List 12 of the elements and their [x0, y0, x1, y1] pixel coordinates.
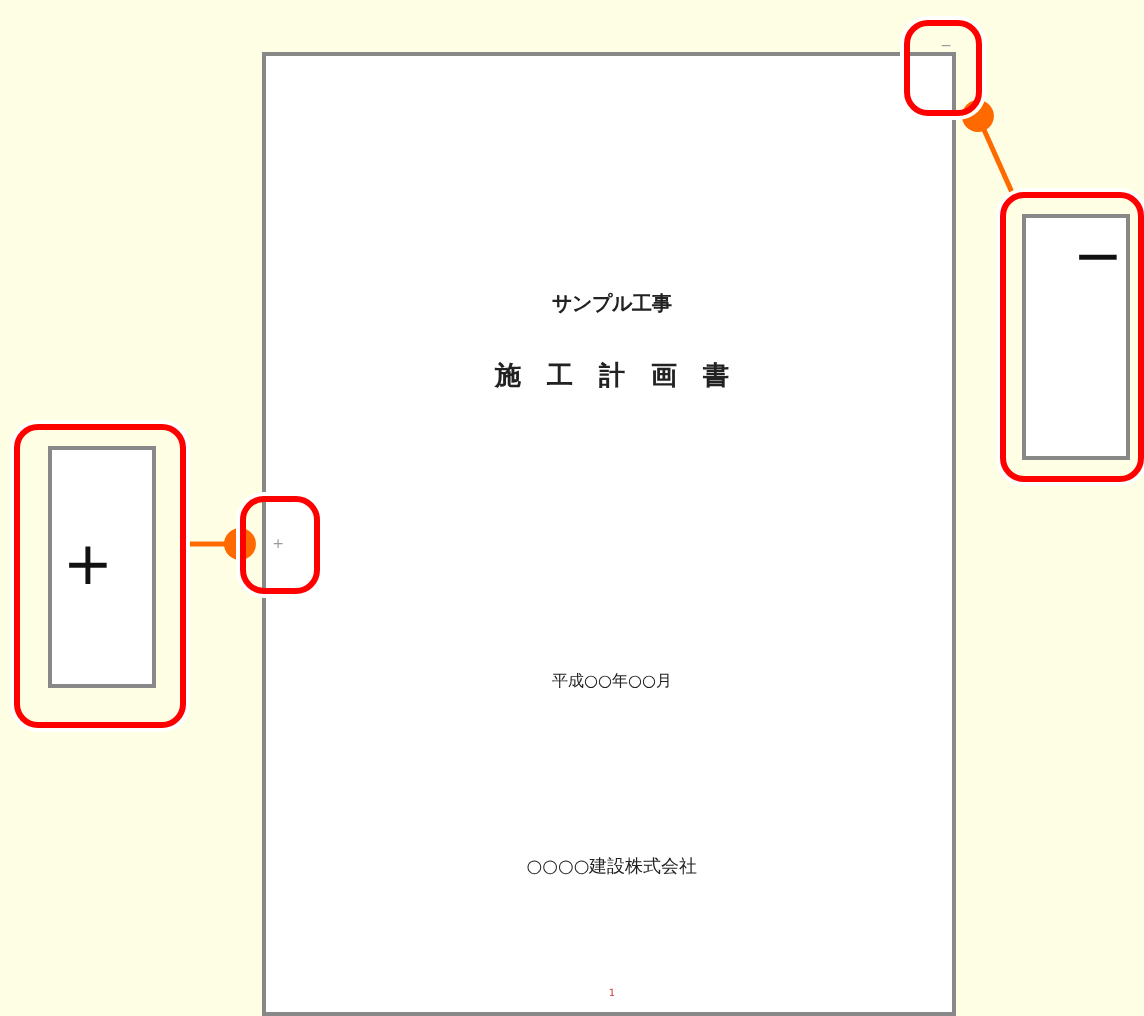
title-text: 施 工 計 画 書 — [495, 359, 729, 394]
leader-line — [961, 100, 1015, 194]
date-text: 平成○○年○○月 — [552, 670, 672, 692]
minus-sign: − — [1072, 222, 1124, 292]
zoom-callout — [1000, 192, 1144, 482]
plus-sign: + — [62, 530, 114, 600]
zoom-callout — [14, 424, 186, 728]
company-text: ○○○○建設株式会社 — [526, 855, 698, 880]
subtitle-text: サンプル工事 — [552, 290, 672, 318]
highlight-box — [904, 20, 982, 116]
document-page — [262, 52, 956, 1016]
highlight-box — [240, 496, 320, 594]
